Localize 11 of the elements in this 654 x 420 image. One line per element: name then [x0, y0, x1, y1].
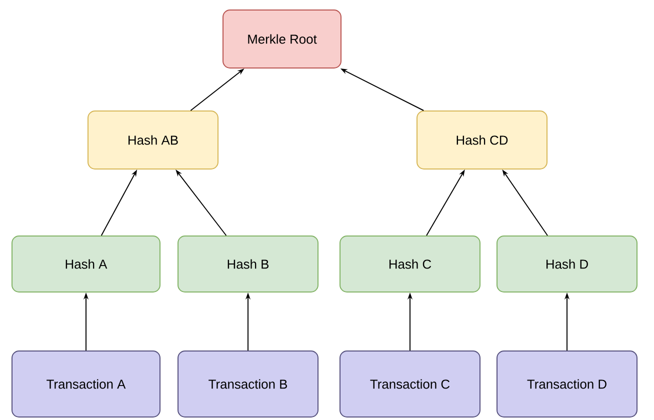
transaction-box: Transaction C: [340, 350, 480, 418]
root-box: Merkle Root: [222, 10, 342, 68]
transaction-box: Transaction D: [496, 350, 638, 418]
hash-box: Hash C: [340, 236, 480, 292]
hash-box: Hash CD: [416, 110, 548, 170]
hash-box: Hash AB: [88, 110, 218, 170]
transaction-box: Transaction A: [12, 350, 160, 418]
hash-box: Hash D: [496, 236, 638, 292]
hash-box: Hash B: [178, 236, 318, 292]
hash-box: Hash A: [12, 236, 160, 292]
transaction-box: Transaction B: [178, 350, 318, 418]
